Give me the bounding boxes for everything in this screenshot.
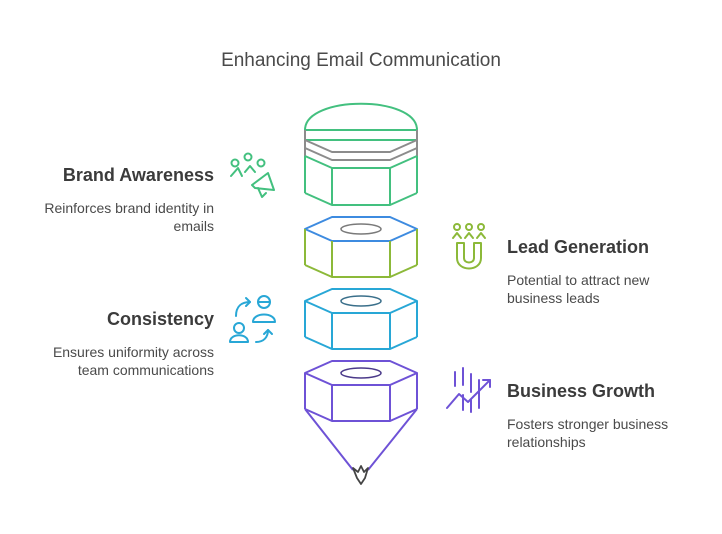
people-exchange-icon	[229, 295, 276, 343]
desc-business-growth: Fosters stronger business relationships	[507, 415, 668, 451]
desc-consistency: Ensures uniformity across team communica…	[53, 343, 214, 379]
stack-top-cap	[304, 102, 418, 141]
desc-lead-generation: Potential to attract new business leads	[507, 271, 649, 307]
desc-line: Potential to attract new	[507, 272, 650, 288]
diagram-title: Enhancing Email Communication	[221, 50, 501, 71]
stack-layer-business-growth	[304, 360, 418, 471]
stack-tip	[352, 465, 369, 485]
stack-layer-consistency	[304, 288, 418, 350]
desc-line: relationships	[507, 434, 586, 450]
megaphone-people-icon	[230, 152, 275, 198]
desc-line: team communications	[77, 362, 214, 378]
desc-line: Reinforces brand identity in	[44, 200, 214, 216]
label-consistency: Consistency	[106, 309, 214, 329]
label-lead-generation: Lead Generation	[507, 237, 650, 257]
desc-line: emails	[173, 218, 214, 234]
stack-layer-lead-generation	[304, 216, 418, 278]
desc-brand-awareness: Reinforces brand identity in emails	[44, 199, 214, 235]
desc-line: Fosters stronger business	[507, 416, 669, 432]
label-brand-awareness: Brand Awareness	[62, 165, 214, 185]
stack-layer-brand-awareness	[304, 155, 418, 206]
label-business-growth: Business Growth	[507, 381, 656, 401]
growth-arrow-icon	[446, 367, 491, 413]
desc-line: business leads	[507, 290, 600, 306]
stack-ribbon-layers	[304, 130, 418, 161]
magnet-people-icon	[452, 223, 486, 270]
desc-line: Ensures uniformity across	[52, 344, 214, 360]
